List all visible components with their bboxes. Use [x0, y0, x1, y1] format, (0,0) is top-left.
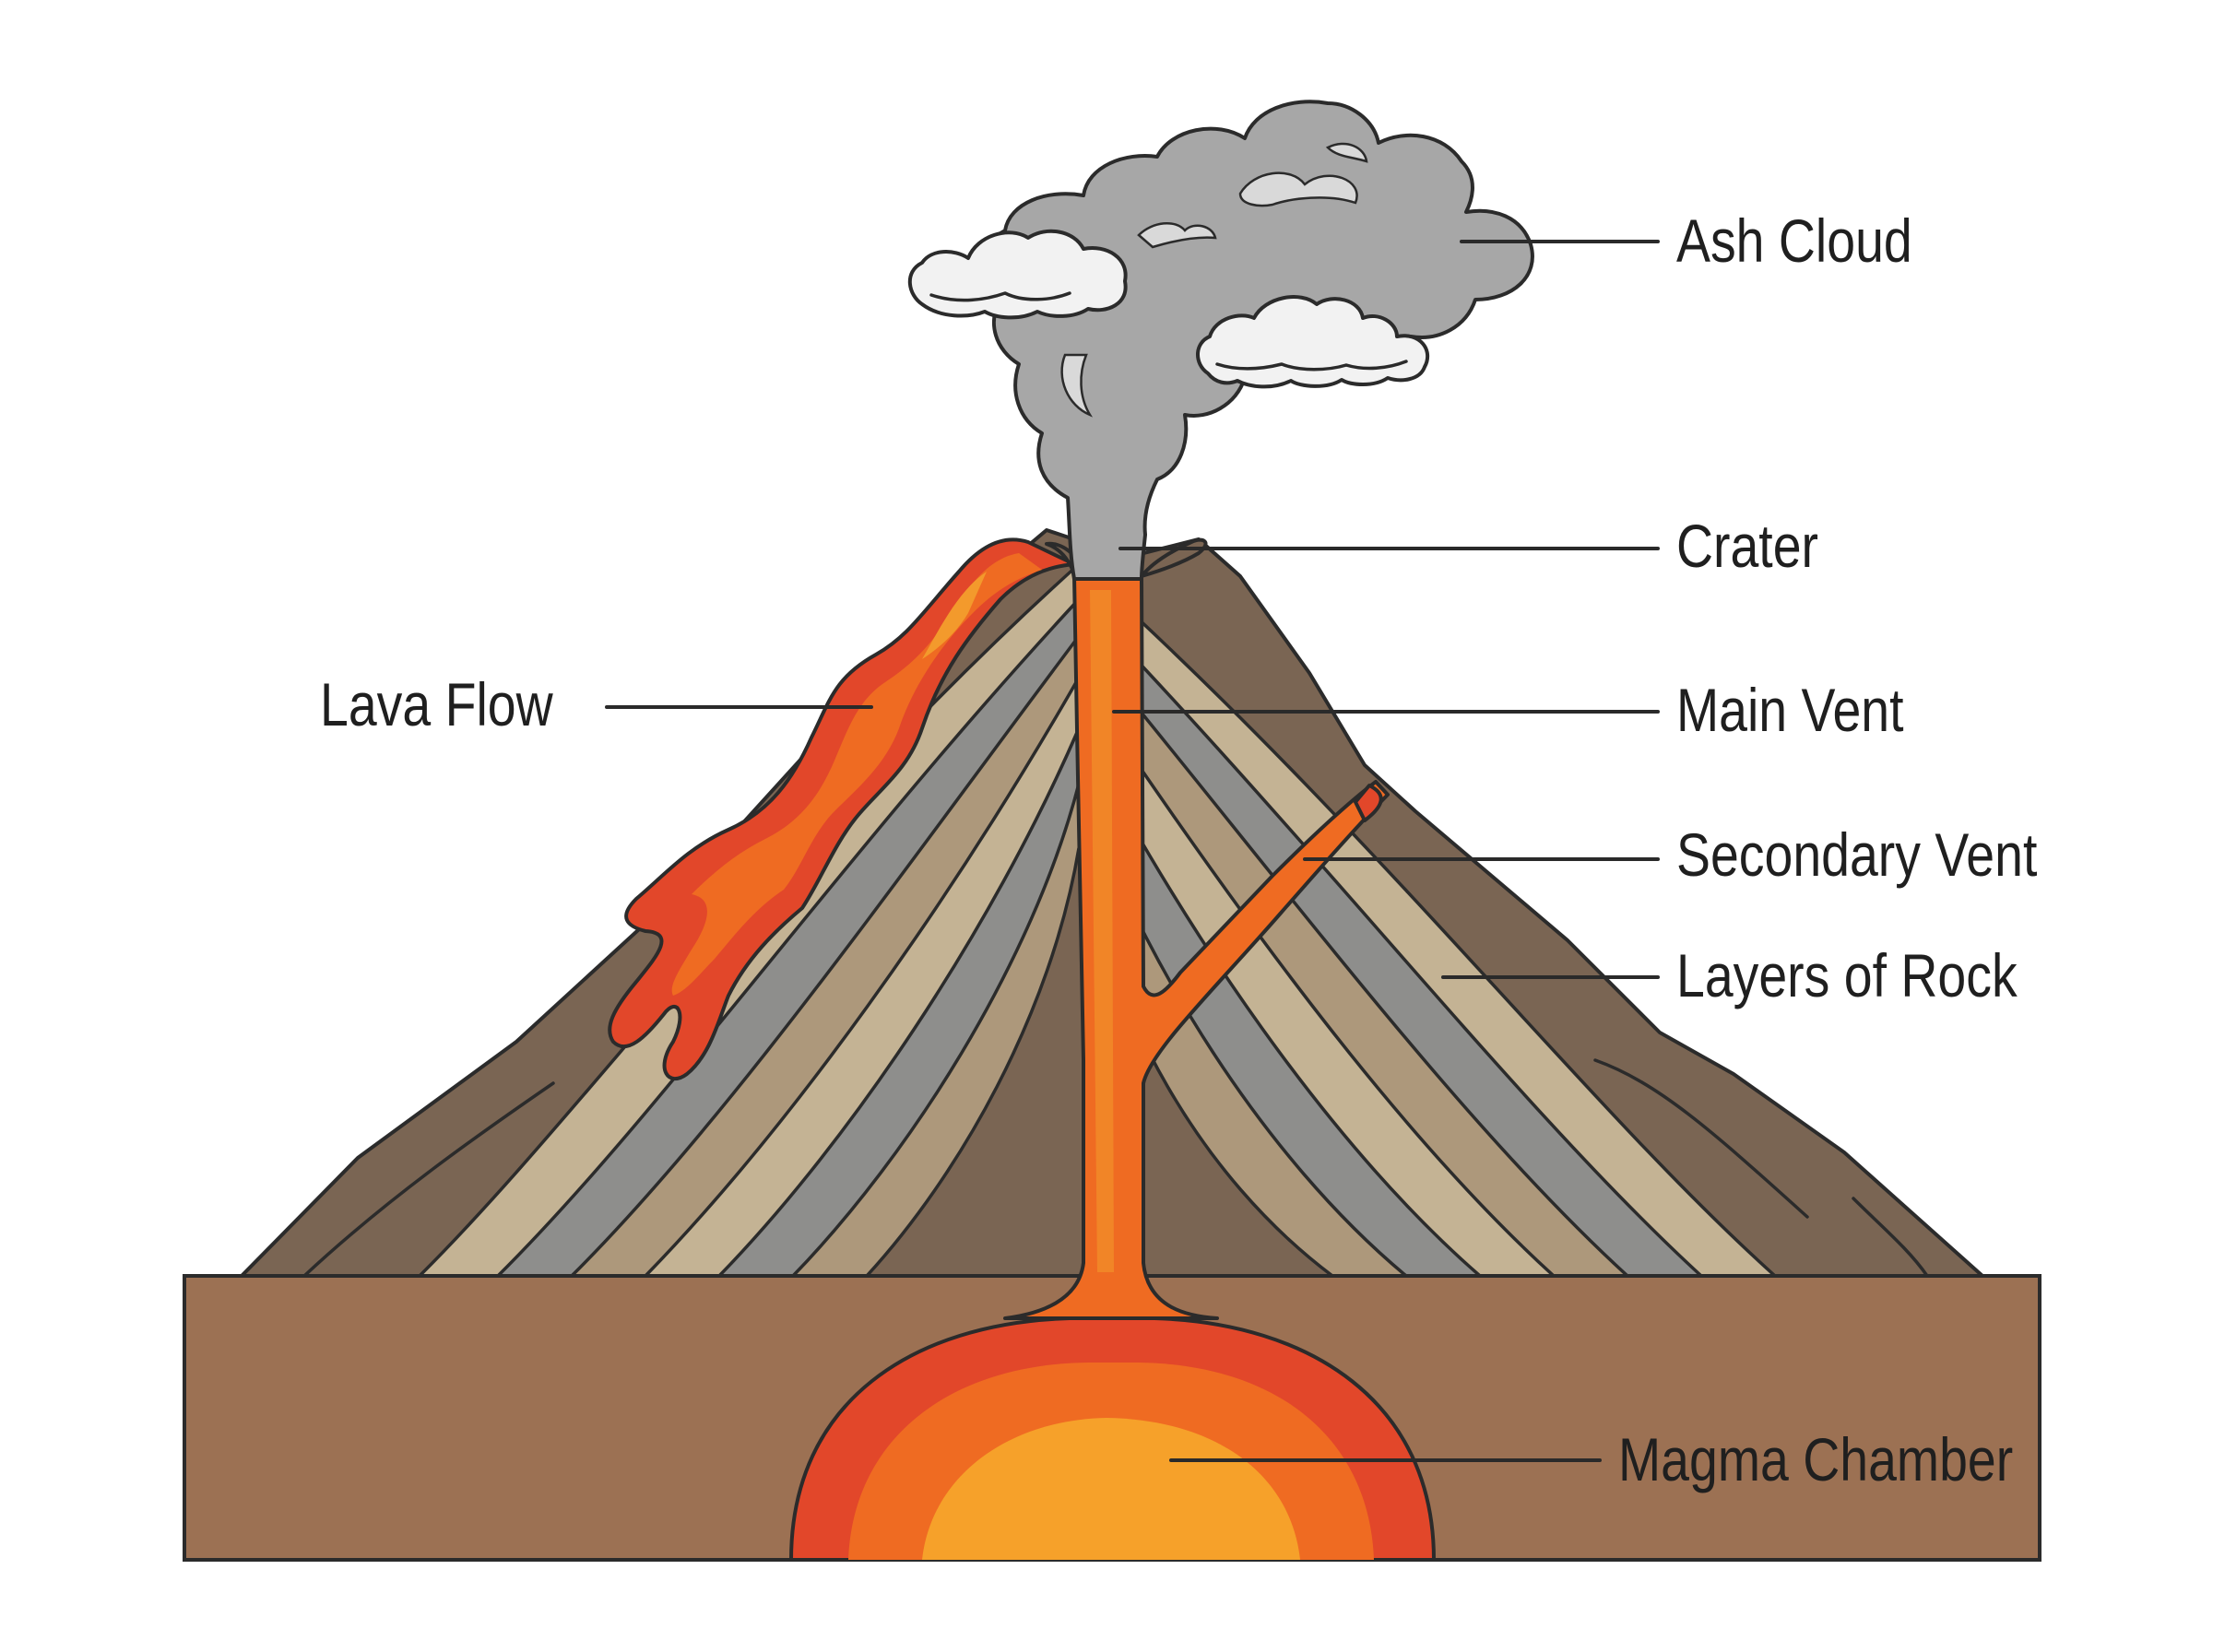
white-cloud-right — [1196, 295, 1430, 389]
lava-flow-inner — [671, 553, 1042, 996]
slope-crease-right-2 — [1852, 1197, 1929, 1278]
slope-crease-right — [1593, 1058, 1809, 1219]
magma-chamber-core — [922, 1418, 1300, 1560]
leader-lines — [605, 240, 1660, 1462]
labels: Ash Cloud Crater Lava Flow Main Vent Sec… — [320, 206, 2037, 1493]
lava-drip-highlight — [922, 572, 987, 659]
ash-highlight-2 — [1137, 222, 1217, 249]
ash-cloud — [907, 100, 1534, 581]
label-secondary-vent: Secondary Vent — [1676, 820, 2037, 889]
label-magma-chamber: Magma Chamber — [1618, 1425, 2013, 1493]
white-cloud-right-shade — [1215, 360, 1408, 372]
white-cloud-left-shade — [929, 291, 1071, 302]
lava-flow — [608, 537, 1076, 1080]
label-main-vent: Main Vent — [1676, 676, 1904, 744]
main-vent-highlight — [1090, 590, 1114, 1272]
ash-highlight-3 — [1060, 353, 1094, 418]
label-ash-cloud: Ash Cloud — [1676, 206, 1912, 275]
label-lava-flow: Lava Flow — [320, 670, 554, 738]
white-cloud-left — [907, 229, 1128, 320]
label-layers-of-rock: Layers of Rock — [1676, 941, 2018, 1009]
secondary-vent-channel — [1354, 784, 1383, 822]
ash-highlight-4 — [1325, 142, 1368, 163]
main-vent — [1003, 574, 1390, 1320]
label-crater: Crater — [1676, 512, 1818, 580]
magma-chamber-group — [789, 1316, 1436, 1560]
ash-highlight-1 — [1238, 171, 1358, 207]
slope-crease-left — [302, 1081, 555, 1278]
